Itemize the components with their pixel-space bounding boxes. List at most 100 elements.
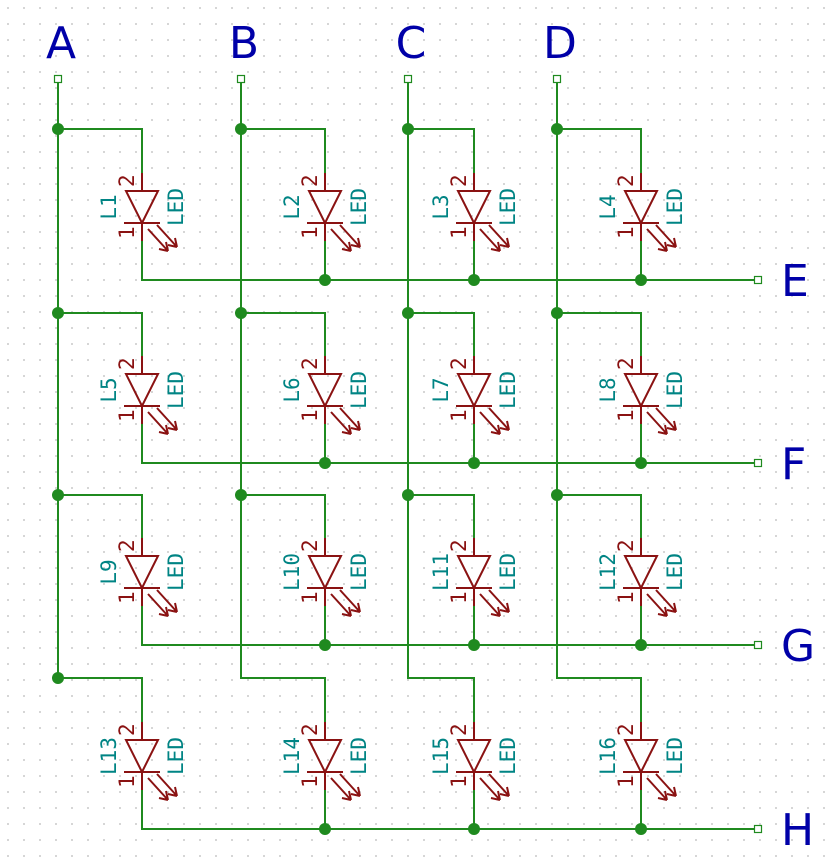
led-reference: L15 [429, 737, 453, 775]
led-tap-wire [240, 494, 326, 539]
led-value: LED [347, 371, 371, 409]
led-pin-number: 2 [614, 357, 638, 370]
led-value: LED [663, 371, 687, 409]
led-pin-number: 2 [447, 539, 471, 552]
led-emission-arrow [156, 407, 178, 431]
led-reference: L11 [429, 553, 453, 591]
led-value: LED [164, 371, 188, 409]
led-pin-number: 1 [115, 775, 139, 788]
junction-dot [235, 489, 247, 501]
column-label-c: C [396, 18, 427, 69]
led-emission-arrow [330, 228, 352, 252]
led-tap-wire [407, 128, 475, 174]
led-pin-number: 2 [447, 357, 471, 370]
led-emission-arrow [339, 224, 361, 248]
led-emission-arrow [479, 777, 501, 801]
led-pin-number: 1 [115, 409, 139, 422]
led-reference: L1 [97, 194, 121, 219]
led-emission-arrow [339, 773, 361, 797]
led-emission-arrow [147, 777, 169, 801]
led-pin-number: 1 [614, 409, 638, 422]
led-triangle [307, 739, 343, 775]
led-tap-wire [407, 312, 475, 357]
led-value: LED [496, 371, 520, 409]
led-pin-number: 2 [115, 174, 139, 187]
led-triangle [623, 555, 659, 591]
led-triangle [124, 739, 160, 775]
led-pin-number: 2 [447, 723, 471, 736]
junction-dot [52, 489, 64, 501]
junction-dot [52, 123, 64, 135]
led-emission-arrow [479, 228, 501, 252]
led-emission-arrow [330, 777, 352, 801]
led-pin-number: 1 [447, 775, 471, 788]
led-pin-number: 1 [115, 226, 139, 239]
led-pin-number: 1 [447, 591, 471, 604]
led-pin-number: 1 [614, 591, 638, 604]
led-pin-number: 1 [614, 775, 638, 788]
led-reference: L16 [596, 737, 620, 775]
led-pin-number: 1 [447, 226, 471, 239]
column-label-d: D [543, 18, 577, 69]
led-emission-arrow [330, 411, 352, 435]
row-port-f [753, 458, 763, 468]
column-label-b: B [229, 18, 259, 69]
column-port-d [552, 74, 562, 84]
led-value: LED [164, 553, 188, 591]
row-label-f: F [781, 439, 806, 490]
led-tap-wire [57, 677, 143, 723]
junction-dot [551, 307, 563, 319]
led-reference: L4 [596, 194, 620, 219]
led-triangle [307, 190, 343, 226]
led-value: LED [496, 188, 520, 226]
led-reference: L5 [97, 377, 121, 402]
led-tap-wire [57, 312, 143, 357]
junction-dot [402, 123, 414, 135]
wires-layer [57, 78, 759, 830]
row-port-h [753, 824, 763, 834]
led-triangle [307, 373, 343, 409]
led-triangle [124, 555, 160, 591]
led-value: LED [663, 737, 687, 775]
junction-dot [52, 307, 64, 319]
led-tap-wire [556, 312, 642, 357]
junction-dot [235, 307, 247, 319]
led-emission-arrow [156, 589, 178, 613]
led-reference: L10 [280, 553, 304, 591]
led-reference: L13 [97, 737, 121, 775]
led-value: LED [164, 188, 188, 226]
led-pin-number: 1 [447, 409, 471, 422]
led-emission-arrow [156, 773, 178, 797]
led-emission-arrow [339, 589, 361, 613]
led-pin-number: 1 [115, 591, 139, 604]
led-tap-wire [556, 128, 642, 174]
junctions-layer [52, 123, 647, 835]
led-emission-arrow [646, 228, 668, 252]
junction-dot [468, 457, 480, 469]
led-tap-wire [556, 494, 642, 539]
led-reference: L2 [280, 194, 304, 219]
led-triangle [456, 373, 492, 409]
led-pin-number: 2 [447, 174, 471, 187]
column-port-c [403, 74, 413, 84]
junction-dot [551, 489, 563, 501]
junction-dot [319, 274, 331, 286]
led-emission-arrow [646, 593, 668, 617]
ports-layer [53, 74, 763, 834]
led-pin-number: 2 [298, 723, 322, 736]
led-emission-arrow [655, 773, 677, 797]
junction-dot [402, 489, 414, 501]
led-value: LED [347, 188, 371, 226]
led-emission-arrow [479, 593, 501, 617]
led-value: LED [347, 553, 371, 591]
led-value: LED [164, 737, 188, 775]
junction-dot [402, 307, 414, 319]
junction-dot [319, 823, 331, 835]
